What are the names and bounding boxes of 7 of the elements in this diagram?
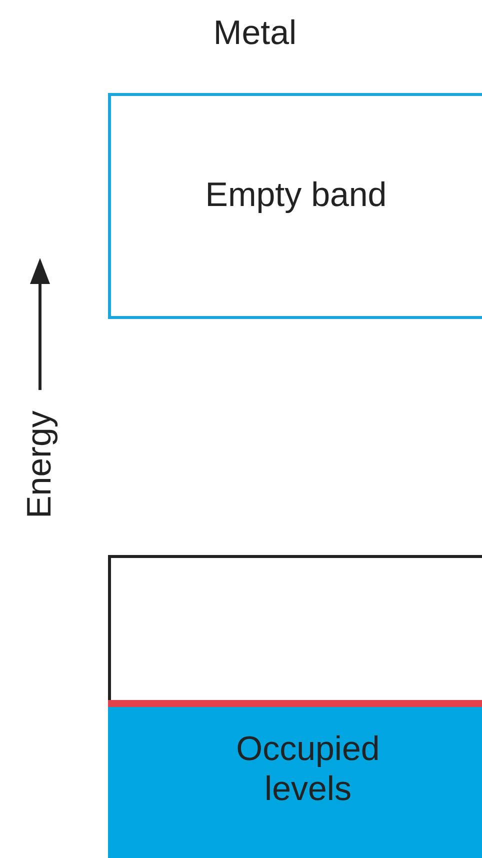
occupied-band [108, 700, 482, 858]
diagram-title: Metal [212, 14, 298, 53]
band-label: Empty band [204, 176, 388, 215]
band-label: Occupied levels [235, 729, 381, 809]
axis-label: Energy [20, 410, 60, 520]
band-box [108, 555, 482, 858]
band-box [108, 93, 482, 319]
